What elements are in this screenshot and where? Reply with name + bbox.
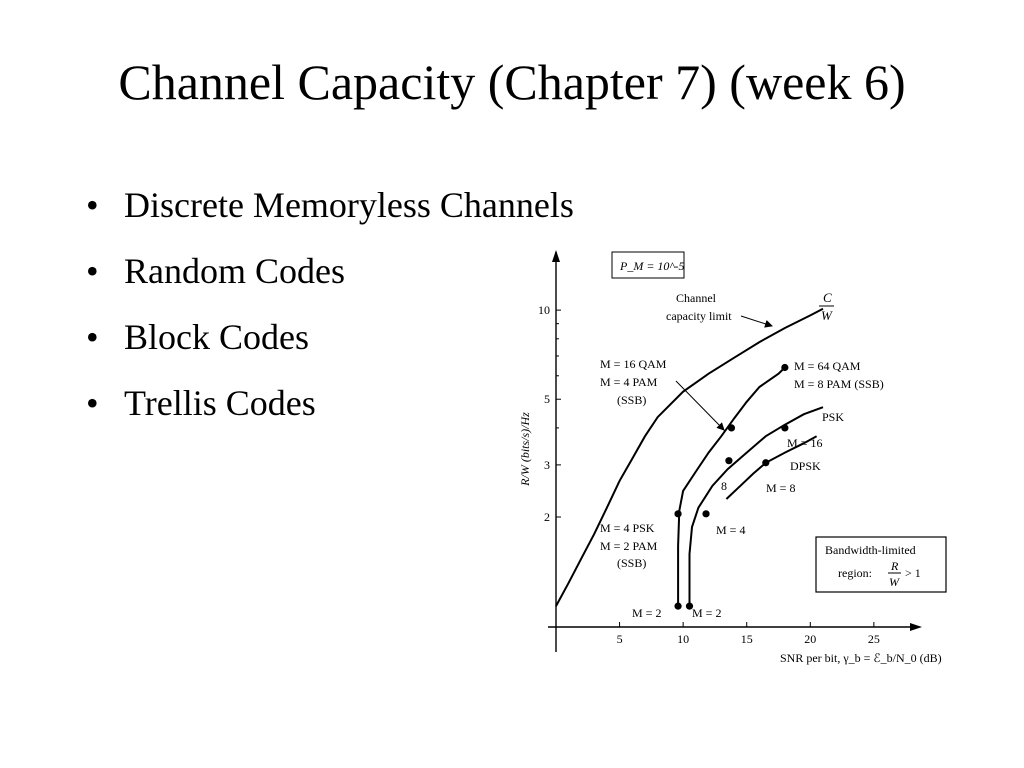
series-line bbox=[688, 406, 824, 607]
bandwidth-title: Bandwidth-limited bbox=[825, 543, 916, 557]
capacity-chart: 5 10 15 20 25 2 3 5 10 R/W (bits/s)/Hz SNR per b… bbox=[518, 250, 947, 665]
x-axis-label: SNR per bit, γ_b = ℰ_b/N_0 (dB) bbox=[780, 651, 942, 665]
bullet-item: • Trellis Codes bbox=[86, 370, 574, 436]
qam16-pointer bbox=[675, 380, 725, 431]
y-tick-label: 5 bbox=[544, 392, 550, 406]
m2-label-left: M = 2 bbox=[632, 606, 661, 620]
psk4-label: M = 4 PSK bbox=[600, 521, 655, 535]
ssb-label-bottom: (SSB) bbox=[617, 556, 646, 570]
cw-denominator: W bbox=[821, 308, 833, 323]
y-tick-label: 10 bbox=[538, 303, 550, 317]
ssb-label-top: (SSB) bbox=[617, 393, 646, 407]
bullet-glyph: • bbox=[86, 185, 99, 225]
series-line bbox=[555, 307, 824, 607]
data-point bbox=[674, 602, 682, 610]
data-point bbox=[685, 602, 694, 610]
bullet-item: • Discrete Memoryless Channels bbox=[86, 172, 574, 238]
capacity-label-line1: Channel bbox=[676, 291, 717, 305]
bullet-glyph: • bbox=[86, 317, 99, 357]
bullet-list: • Discrete Memoryless Channels • Random Co… bbox=[86, 172, 574, 436]
bullet-item: • Block Codes bbox=[86, 304, 574, 370]
psk-label: PSK bbox=[822, 410, 844, 424]
dpsk-label: DPSK bbox=[790, 459, 821, 473]
pam4-label: M = 4 PAM bbox=[600, 375, 658, 389]
eight-label: 8 bbox=[721, 479, 727, 493]
m4-label: M = 4 bbox=[716, 523, 745, 537]
bullet-item: • Random Codes bbox=[86, 238, 574, 304]
bullet-glyph: • bbox=[86, 383, 99, 423]
curve-markers bbox=[674, 363, 789, 610]
data-point bbox=[762, 459, 770, 467]
data-point bbox=[674, 510, 682, 518]
bullet-text: Block Codes bbox=[124, 317, 309, 357]
bandwidth-r: R bbox=[890, 559, 899, 573]
data-point bbox=[727, 424, 736, 432]
bandwidth-region: region: bbox=[838, 566, 872, 580]
capacity-pointer bbox=[740, 315, 773, 328]
bandwidth-gt1: > 1 bbox=[905, 566, 921, 580]
qam16-label: M = 16 QAM bbox=[600, 357, 667, 371]
slide-title: Channel Capacity (Chapter 7) (week 6) bbox=[118, 54, 906, 110]
x-tick-label: 5 bbox=[617, 632, 623, 646]
bandwidth-w: W bbox=[889, 575, 900, 589]
x-axis-arrow-icon bbox=[910, 623, 922, 631]
data-point bbox=[781, 424, 789, 432]
x-tick-label: 25 bbox=[868, 632, 880, 646]
y-axis-arrow-icon bbox=[552, 250, 560, 262]
data-point bbox=[725, 457, 733, 465]
m16-label: M = 16 bbox=[787, 436, 822, 450]
axis-ticks: 5 10 15 20 25 2 3 5 10 bbox=[538, 303, 880, 646]
capacity-label-line2: capacity limit bbox=[666, 309, 732, 323]
x-tick-label: 15 bbox=[741, 632, 753, 646]
bullet-text: Trellis Codes bbox=[124, 383, 316, 423]
data-point bbox=[702, 510, 710, 518]
y-axis-label: R/W (bits/s)/Hz bbox=[518, 412, 532, 487]
error-prob-label: P_M = 10^-5 bbox=[619, 259, 684, 273]
data-point bbox=[781, 363, 789, 372]
qam64-label: M = 64 QAM bbox=[794, 359, 861, 373]
pam2-label: M = 2 PAM bbox=[600, 539, 658, 553]
y-tick-label: 3 bbox=[544, 458, 550, 472]
x-tick-label: 20 bbox=[804, 632, 816, 646]
cw-numerator: C bbox=[823, 290, 832, 305]
x-tick-label: 10 bbox=[677, 632, 689, 646]
bullet-text: Discrete Memoryless Channels bbox=[124, 185, 574, 225]
pam8-ssb-label: M = 8 PAM (SSB) bbox=[794, 377, 884, 391]
m2-label-right: M = 2 bbox=[692, 606, 721, 620]
m8-label: M = 8 bbox=[766, 481, 795, 495]
bullet-glyph: • bbox=[86, 251, 99, 291]
y-tick-label: 2 bbox=[544, 510, 550, 524]
curves bbox=[555, 307, 824, 607]
error-prob-box bbox=[611, 251, 685, 279]
bullet-text: Random Codes bbox=[124, 251, 345, 291]
bandwidth-box bbox=[815, 536, 947, 593]
